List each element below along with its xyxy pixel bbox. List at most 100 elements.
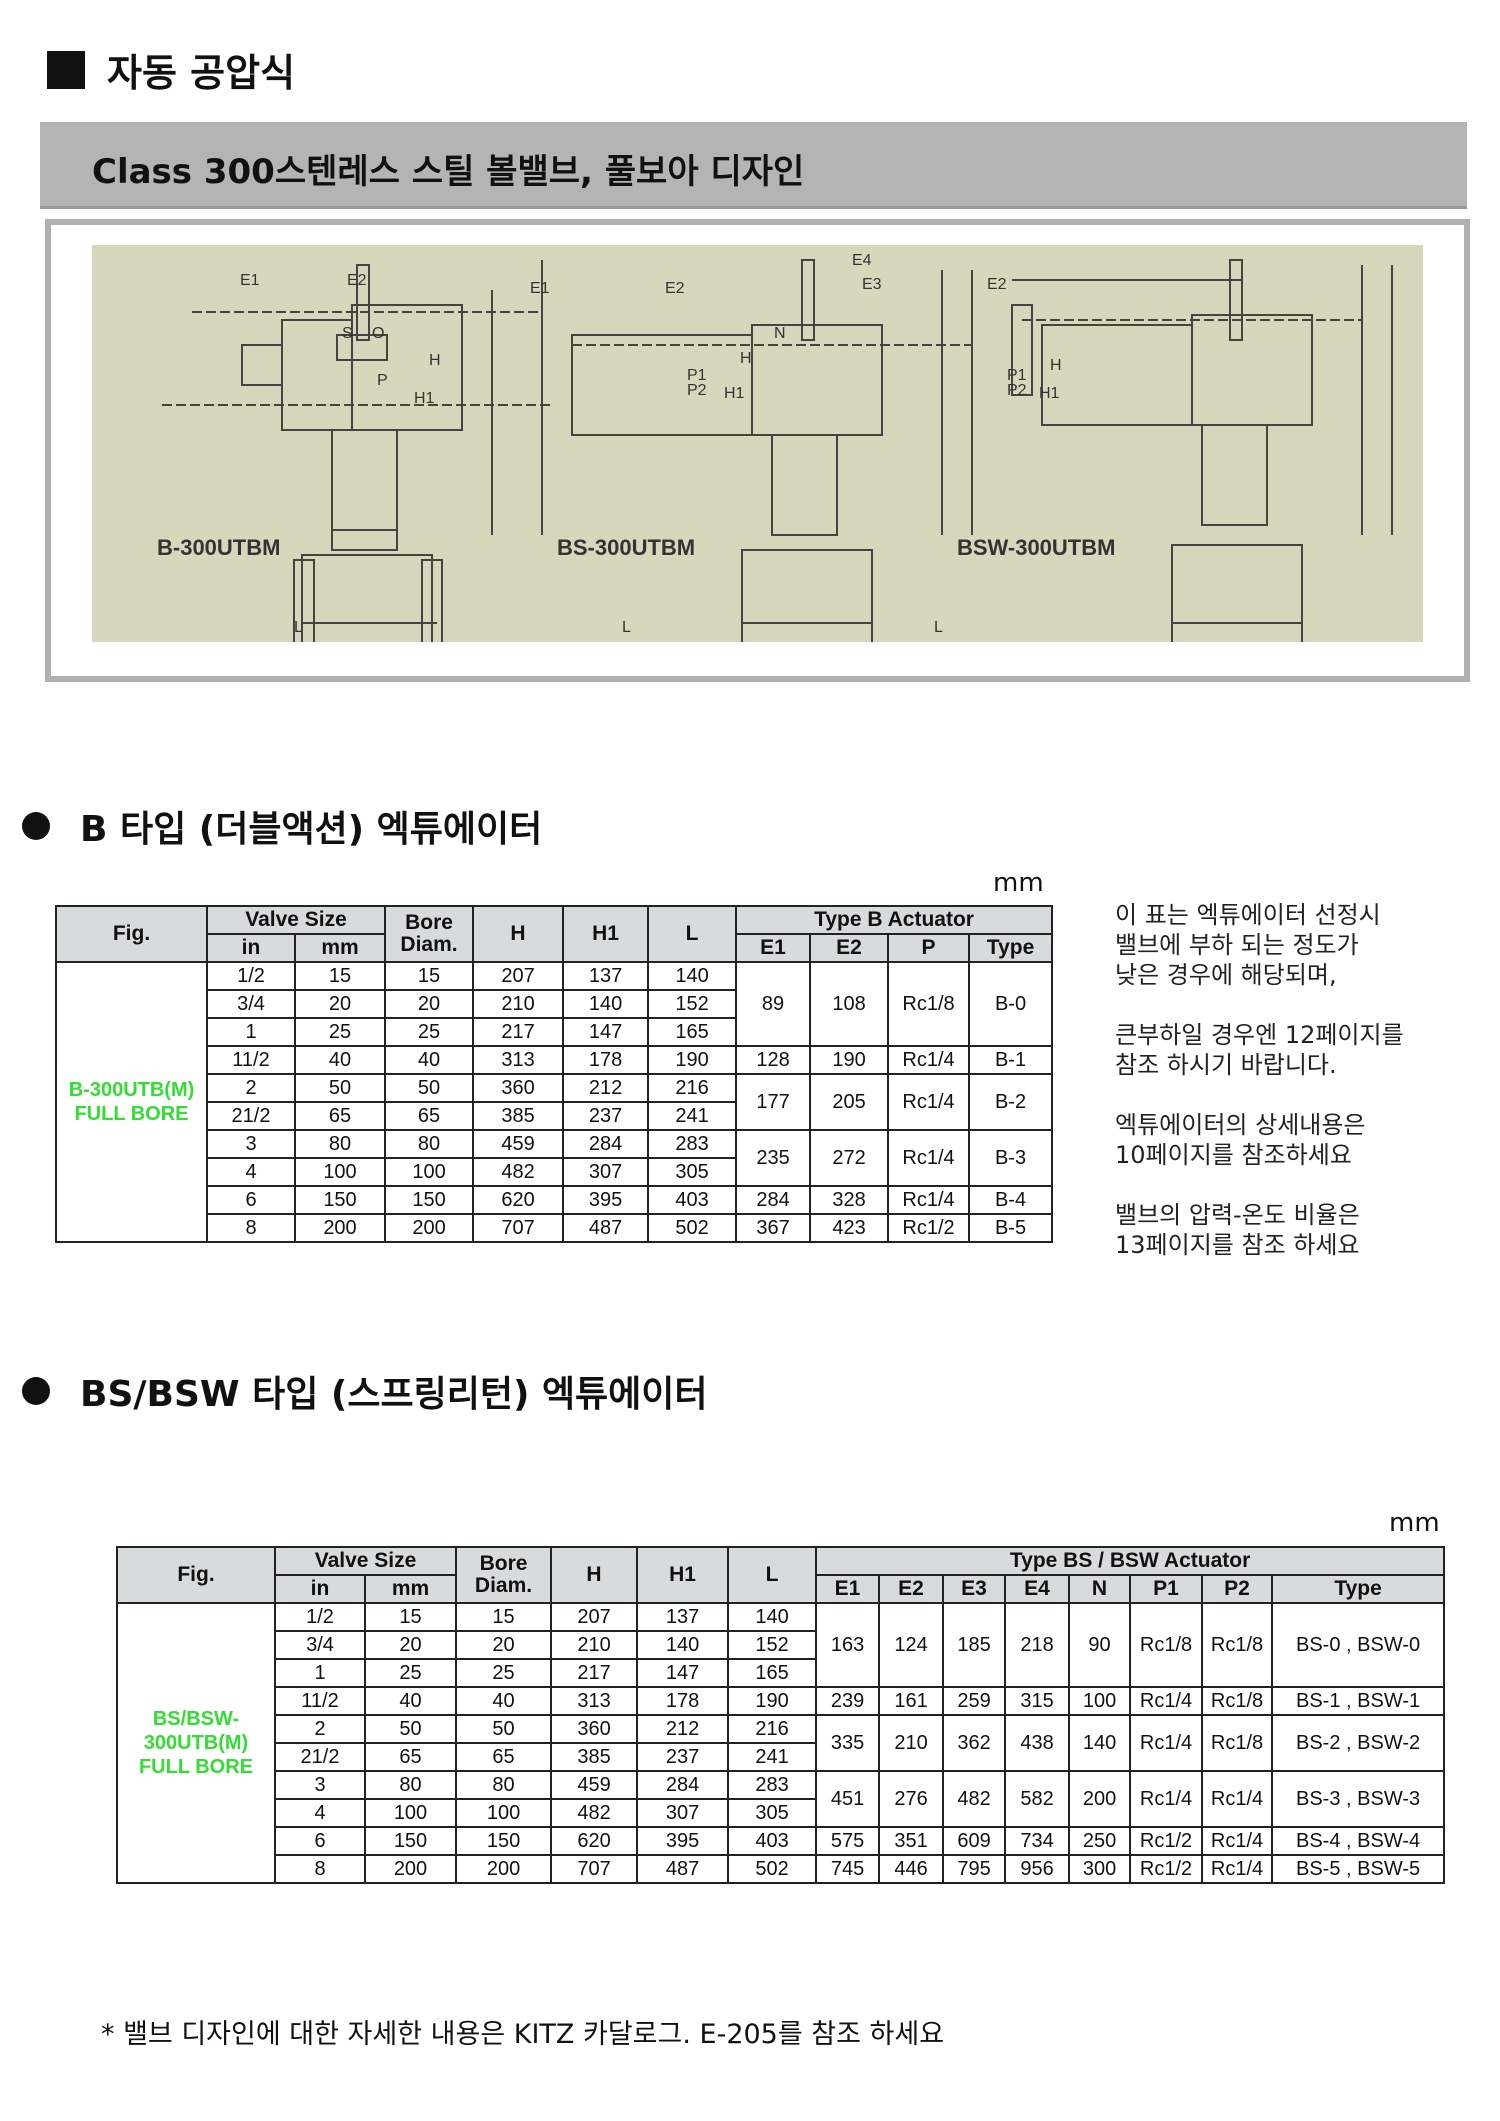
cell-mm: 50: [363, 1714, 458, 1744]
cell-n: 250: [1068, 1826, 1132, 1856]
label-s: S: [342, 325, 353, 342]
cell-in: 1: [206, 1017, 296, 1047]
cell-n: 90: [1068, 1602, 1132, 1688]
cell-in: 3/4: [206, 989, 296, 1019]
header-e1: E1: [815, 1574, 881, 1604]
cell-h: 210: [550, 1630, 639, 1660]
cell-mm: 80: [293, 1129, 387, 1159]
cell-type: B-0: [968, 961, 1054, 1047]
note-line: 참조 하시기 바랍니다.: [1115, 1051, 1337, 1079]
cell-bore: 100: [455, 1798, 553, 1828]
cell-bore: 40: [455, 1686, 553, 1716]
cell-mm: 15: [363, 1602, 458, 1632]
cell-p2: Rc1/4: [1201, 1770, 1274, 1828]
cell-h: 459: [472, 1129, 565, 1159]
header-in: in: [206, 933, 296, 963]
cell-bore: 200: [455, 1854, 553, 1884]
cell-h1: 284: [562, 1129, 650, 1159]
cell-e4: 315: [1004, 1686, 1071, 1716]
cell-e4: 438: [1004, 1714, 1071, 1772]
cell-mm: 65: [363, 1742, 458, 1772]
cell-type: BS-0 , BSW-0: [1271, 1602, 1446, 1688]
cell-in: 2: [274, 1714, 366, 1744]
note-line: 엑튜에이터의 상세내용은: [1115, 1111, 1366, 1139]
cell-p1: Rc1/2: [1129, 1826, 1204, 1856]
cell-h: 459: [550, 1770, 639, 1800]
cell-h: 313: [550, 1686, 639, 1716]
label-p2-bs: P2: [687, 382, 707, 399]
cell-in: 1: [274, 1658, 366, 1688]
cell-e3: 185: [942, 1602, 1007, 1688]
header-e2: E2: [809, 933, 890, 963]
cell-p: Rc1/8: [887, 961, 971, 1047]
header-n: N: [1068, 1574, 1132, 1604]
cell-l: 140: [647, 961, 738, 991]
note-line: 밸브의 압력-온도 비율은: [1115, 1201, 1360, 1229]
cell-mm: 100: [293, 1157, 387, 1187]
label-p1-bsw: P1: [1007, 367, 1027, 384]
cell-e2: 351: [878, 1826, 945, 1856]
cell-p2: Rc1/4: [1201, 1854, 1274, 1884]
cell-e2: 205: [809, 1073, 890, 1131]
cell-h: 482: [550, 1798, 639, 1828]
cell-l: 283: [727, 1770, 818, 1800]
cell-h1: 178: [562, 1045, 650, 1075]
cell-mm: 100: [363, 1798, 458, 1828]
cell-e3: 482: [942, 1770, 1007, 1828]
cell-h1: 307: [636, 1798, 730, 1828]
cell-h1: 178: [636, 1686, 730, 1716]
cell-p2: Rc1/8: [1201, 1602, 1274, 1688]
header-mm: mm: [363, 1574, 458, 1604]
label-e1: E1: [240, 272, 260, 289]
square-bullet-icon: [47, 50, 85, 89]
cell-l: 241: [727, 1742, 818, 1772]
bullet-icon: [22, 1377, 50, 1405]
fig-label-line: 300UTB(M): [143, 1732, 249, 1754]
cell-type: B-5: [968, 1213, 1054, 1243]
cell-bore: 20: [455, 1630, 553, 1660]
label-e4: E4: [852, 252, 872, 269]
cell-e2: 190: [809, 1045, 890, 1075]
cell-bore: 65: [384, 1101, 475, 1131]
cell-type: B-2: [968, 1073, 1054, 1131]
cell-in: 3: [274, 1770, 366, 1800]
cell-h1: 284: [636, 1770, 730, 1800]
cell-mm: 20: [293, 989, 387, 1019]
cell-p2: Rc1/4: [1201, 1826, 1274, 1856]
cell-mm: 150: [293, 1185, 387, 1215]
cell-h1: 137: [562, 961, 650, 991]
cell-e3: 795: [942, 1854, 1007, 1884]
header-h: H: [550, 1546, 639, 1604]
cell-n: 200: [1068, 1770, 1132, 1828]
cell-n: 100: [1068, 1686, 1132, 1716]
cell-h1: 137: [636, 1602, 730, 1632]
cell-e2: 124: [878, 1602, 945, 1688]
cell-bore: 15: [384, 961, 475, 991]
label-e2: E2: [347, 272, 367, 289]
cell-e4: 218: [1004, 1602, 1071, 1688]
cell-p2: Rc1/8: [1201, 1714, 1274, 1772]
cell-h1: 307: [562, 1157, 650, 1187]
cell-h1: 487: [636, 1854, 730, 1884]
cell-e3: 609: [942, 1826, 1007, 1856]
cell-h: 360: [550, 1714, 639, 1744]
cell-mm: 200: [293, 1213, 387, 1243]
cell-e2: 446: [878, 1854, 945, 1884]
cell-h1: 237: [562, 1101, 650, 1131]
section-bs-heading: BS/BSW 타입 (스프링리턴) 엑튜에이터: [22, 1365, 708, 1417]
cell-p1: Rc1/4: [1129, 1686, 1204, 1716]
label-p1-bs: P1: [687, 367, 707, 384]
label-l-bs: L: [622, 619, 631, 636]
cell-n: 140: [1068, 1714, 1132, 1772]
product-band: Class 300스텐레스 스틸 볼밸브, 풀보아 디자인: [40, 122, 1467, 209]
